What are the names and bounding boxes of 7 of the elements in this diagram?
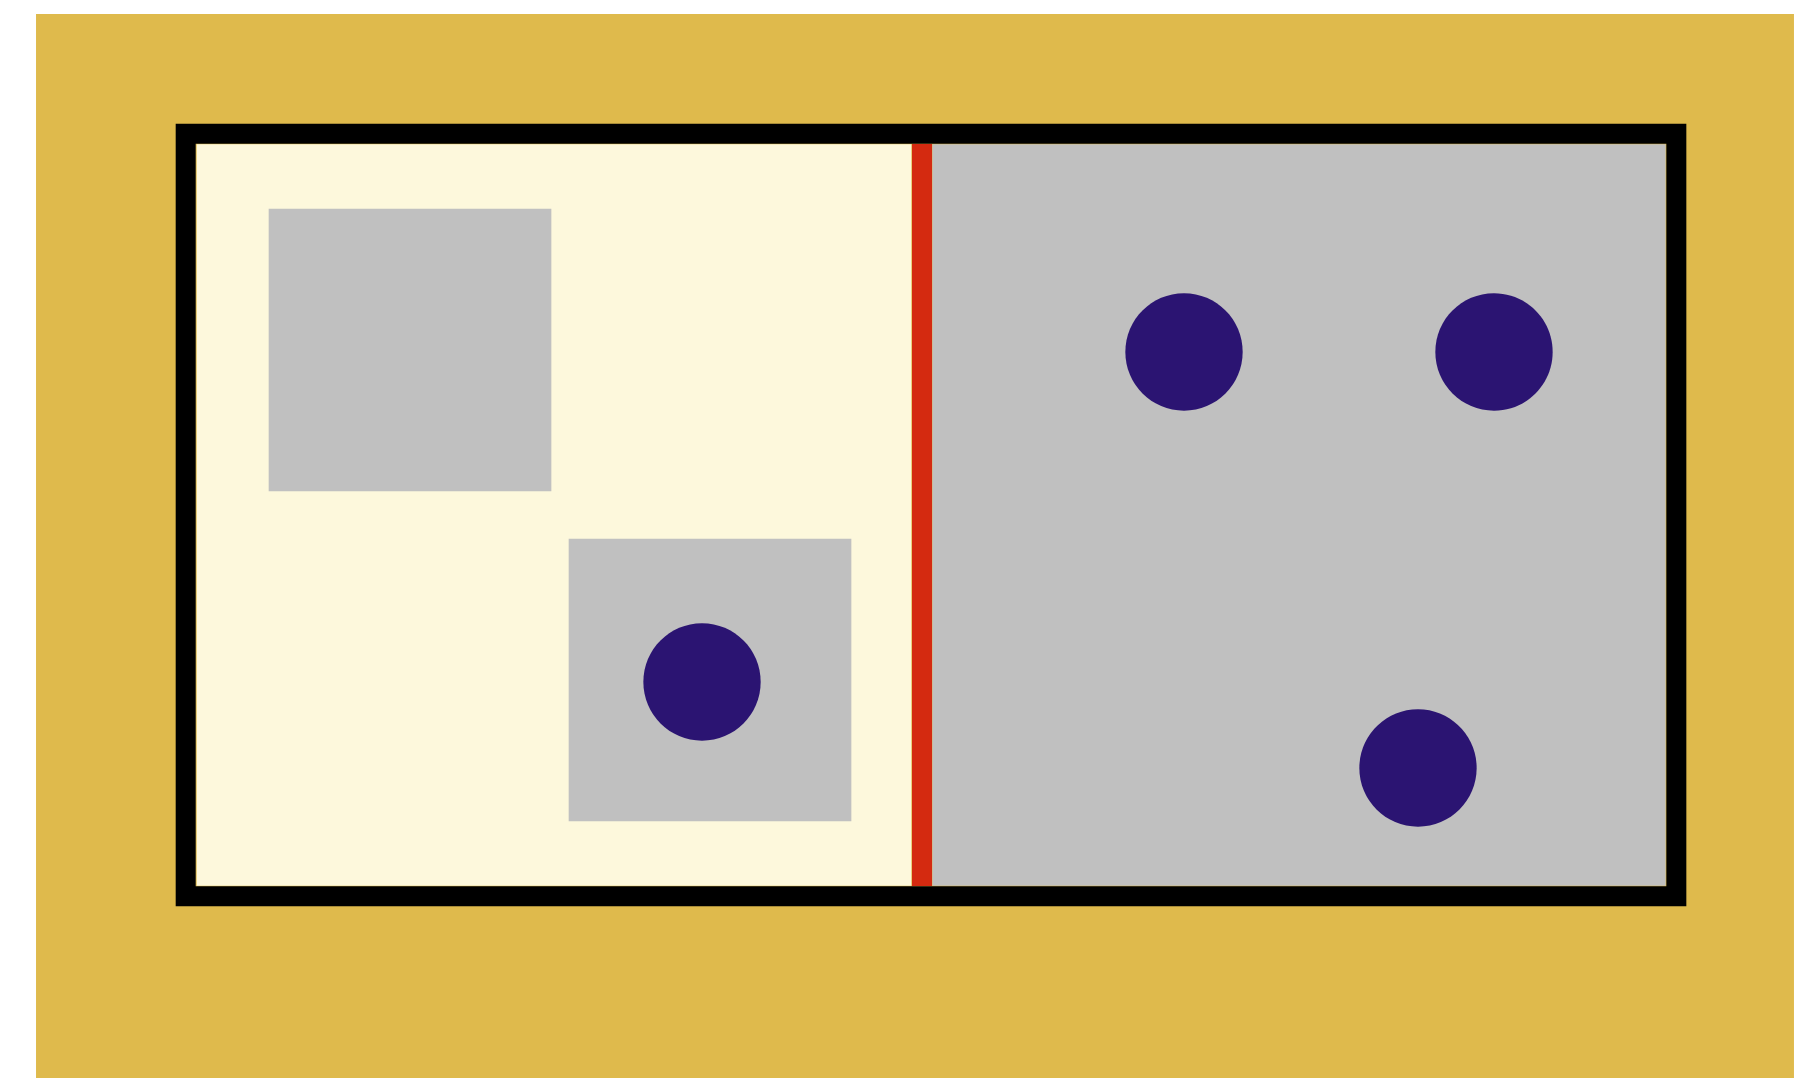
frame — [175, 123, 1687, 907]
panel — [932, 144, 1666, 886]
square — [268, 208, 552, 492]
dot — [1359, 709, 1477, 827]
dot — [1435, 293, 1553, 411]
dot — [1125, 293, 1243, 411]
dot — [643, 623, 761, 741]
